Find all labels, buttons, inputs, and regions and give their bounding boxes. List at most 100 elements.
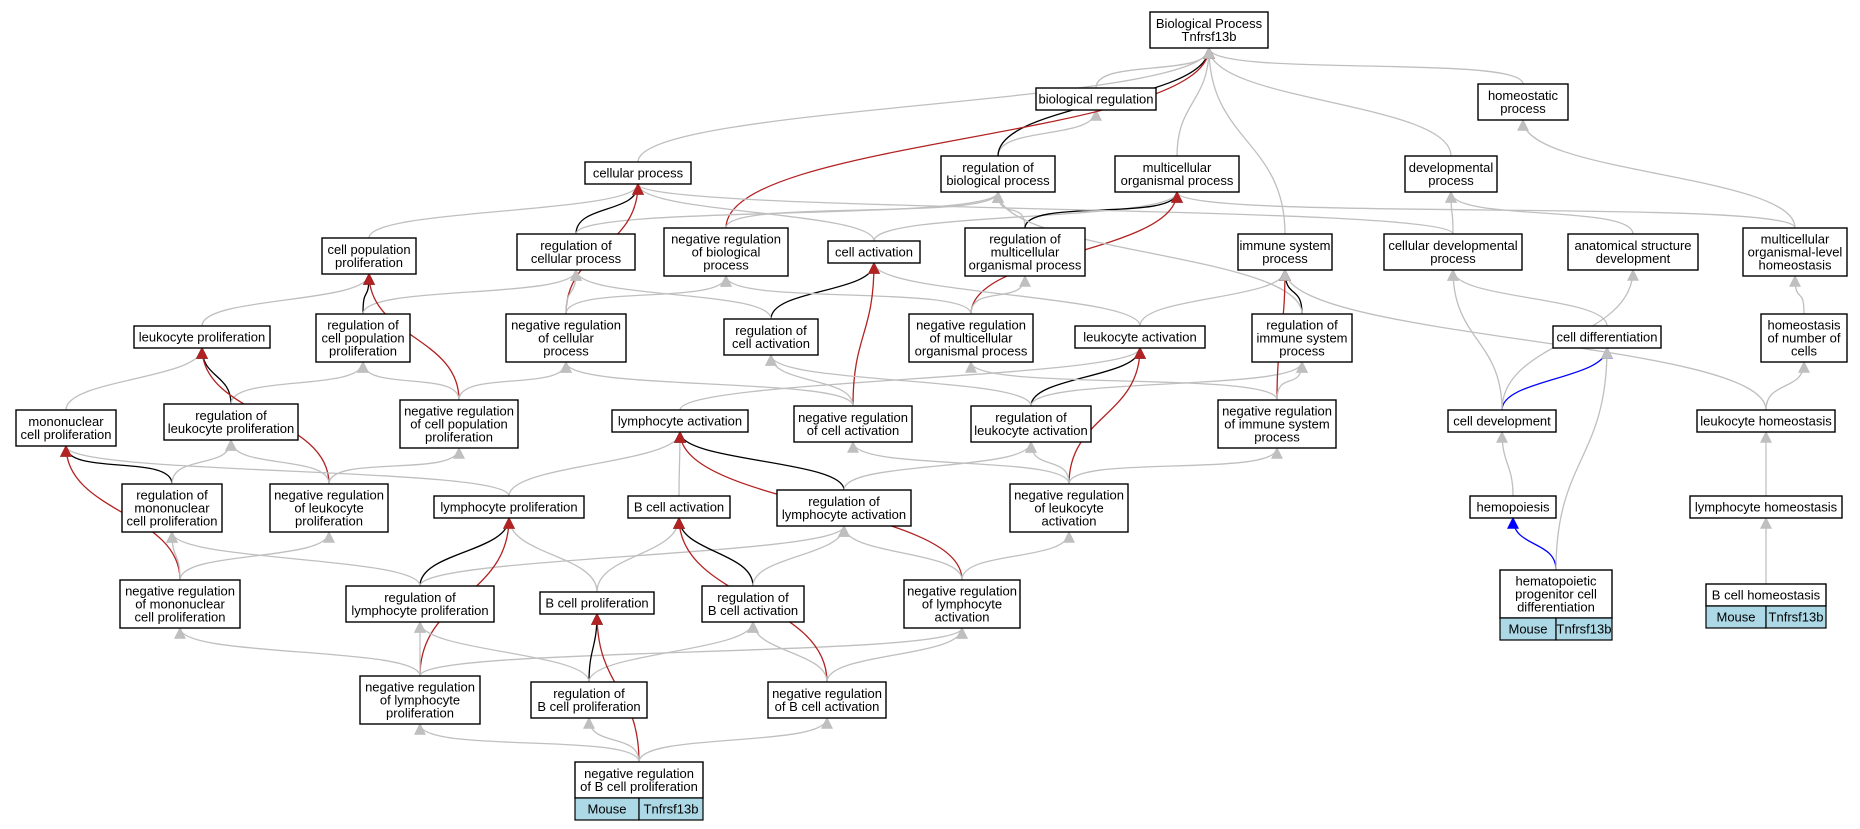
term-node-celldev[interactable]: cell development [1447, 409, 1557, 433]
term-box [1383, 233, 1523, 271]
edge-negleukact-to-leukact [1068, 346, 1146, 485]
term-label-line: homeostatic [1488, 88, 1559, 103]
term-label-line: regulation of [384, 590, 456, 605]
term-node-bact[interactable]: B cell activation [627, 495, 731, 519]
term-label-line: negative regulation [772, 686, 882, 701]
term-label-line: biological process [946, 173, 1050, 188]
species-tag[interactable]: Mouse [1705, 605, 1767, 629]
term-label-line: regulation of [195, 408, 267, 423]
term-box [1035, 87, 1157, 111]
gene-tag[interactable]: Tnfrsf13b [1555, 617, 1613, 641]
term-box [1217, 399, 1337, 449]
term-label-line: Biological Process [1156, 16, 1263, 31]
term-node-regbprolif[interactable]: regulation ofB cell proliferation [530, 681, 648, 719]
term-node-lymphhomeo[interactable]: lymphocyte homeostasis [1689, 495, 1843, 519]
term-label-line: homeostasis [1768, 318, 1841, 333]
term-box [1567, 233, 1699, 271]
edge-breg-to-bp [1095, 46, 1215, 89]
term-label-line: regulation of [962, 160, 1034, 175]
term-node-leukact[interactable]: leukocyte activation [1074, 325, 1206, 349]
term-node-lymphprolif[interactable]: lymphocyte proliferation [433, 495, 585, 519]
term-node-regbact[interactable]: regulation ofB cell activation [701, 585, 805, 623]
term-label-line: process [1430, 251, 1476, 266]
term-label-line: of cellular [538, 331, 594, 346]
term-box [611, 409, 749, 433]
gene-tag[interactable]: Tnfrsf13b [638, 797, 704, 821]
term-label-line: negative regulation [404, 404, 514, 419]
edge-cellact-to-cellproc [632, 182, 875, 242]
term-box [505, 313, 627, 363]
term-node-hemopoiesis[interactable]: hemopoiesis [1469, 495, 1557, 519]
species-tag[interactable]: Mouse [574, 797, 640, 821]
term-node-lymphact[interactable]: lymphocyte activation [611, 409, 749, 433]
term-node-bprolif[interactable]: B cell proliferation [539, 591, 655, 615]
tag-label: Mouse [1508, 622, 1547, 637]
term-label-line: process [543, 344, 589, 359]
edge-cellpop-to-cellproc [368, 182, 644, 239]
term-node-leukhomeo[interactable]: leukocyte homeostasis [1696, 409, 1836, 433]
term-label-line: B cell proliferation [545, 596, 648, 611]
term-label-line: negative regulation [671, 232, 781, 247]
edge-celldev-to-celldiff [1501, 346, 1613, 411]
term-label-line: regulation of [995, 410, 1067, 425]
term-label-line: progenitor cell [1515, 587, 1597, 602]
term-node-breg[interactable]: biological regulation [1035, 87, 1157, 111]
term-box [1009, 483, 1129, 533]
edge-neglymphprolif-to-negmononuc [174, 626, 421, 677]
edge-regcellproc-to-regbio [575, 190, 1004, 235]
edge-negcellpop-to-negcellproc [458, 360, 572, 401]
term-label-line: regulation of [136, 488, 208, 503]
term-label-line: negative regulation [1222, 404, 1332, 419]
tag-cell [638, 797, 704, 821]
term-node-celldiff[interactable]: cell differentiation [1552, 325, 1662, 349]
term-label-line: leukocyte homeostasis [1700, 414, 1832, 429]
term-label-line: proliferation [386, 706, 454, 721]
term-node-cellproc[interactable]: cellular process [584, 161, 692, 185]
term-box [627, 495, 731, 519]
term-box [1447, 409, 1557, 433]
species-tag[interactable]: Mouse [1499, 617, 1557, 641]
term-label-line: regulation of [735, 323, 807, 338]
edge-negleukprolif-to-negcellpop [328, 446, 465, 485]
term-node-leukprolif[interactable]: leukocyte proliferation [133, 325, 271, 349]
gene-tag[interactable]: Tnfrsf13b [1765, 605, 1827, 629]
term-node-cellact[interactable]: cell activation [827, 240, 921, 264]
